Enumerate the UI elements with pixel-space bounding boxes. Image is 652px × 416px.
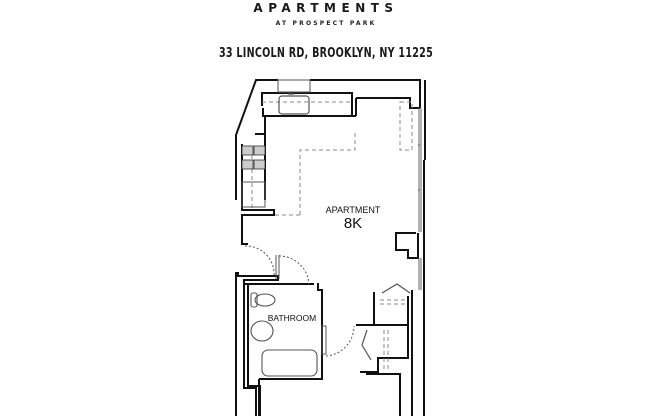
brand-name: APARTMENTS: [253, 1, 399, 15]
walls: [235, 79, 426, 416]
closet-doors: [361, 283, 411, 361]
exterior-wall-top: [235, 79, 278, 200]
brand-subtitle: AT PROSPECT PARK: [275, 20, 377, 27]
stove-icon: [241, 145, 266, 170]
entry-door: [244, 245, 310, 285]
kitchen-sink-icon: [278, 93, 310, 115]
room-label-bathroom: BATHROOM: [267, 313, 317, 323]
kitchen-wall: [261, 92, 356, 117]
property-address: 33 LINCOLN RD, BROOKLYN, NY 11225: [219, 46, 433, 61]
windows: [418, 108, 422, 290]
bathtub-icon: [261, 349, 318, 377]
bathroom-door: [321, 325, 355, 357]
unit-number: 8K: [343, 215, 363, 232]
upper-counter: [277, 79, 311, 93]
unit-label: APARTMENT: [325, 205, 381, 215]
bathroom-sink-icon: [250, 320, 274, 342]
refrigerator-icon: [241, 181, 266, 208]
dashed-outlines: [251, 101, 413, 370]
toilet-icon: [250, 292, 276, 308]
